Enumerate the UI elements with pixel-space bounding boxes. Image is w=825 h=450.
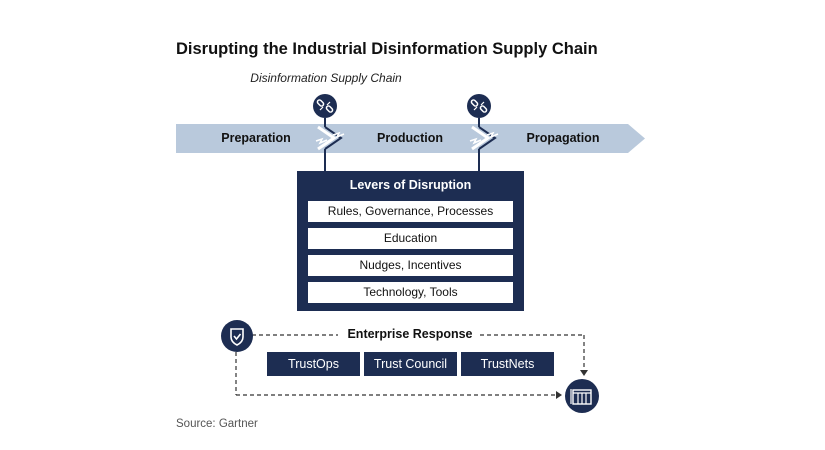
lever-item: Rules, Governance, Processes <box>308 201 513 222</box>
arrowhead-down <box>580 370 588 376</box>
enterprise-response-title: Enterprise Response <box>347 327 473 341</box>
building-icon <box>565 379 599 413</box>
arrowhead-right <box>556 391 562 399</box>
stage-production: Production <box>377 131 443 145</box>
break-marker-1 <box>315 118 345 171</box>
supply-chain-arrow <box>176 124 645 153</box>
enterprise-item-trustnets: TrustNets <box>461 352 554 376</box>
chain-subtitle: Disinformation Supply Chain <box>250 71 402 85</box>
broken-link-icon <box>313 94 337 118</box>
lever-item: Technology, Tools <box>308 282 513 303</box>
shield-check-icon <box>221 320 253 352</box>
diagram-title: Disrupting the Industrial Disinformation… <box>176 40 598 58</box>
levers-title: Levers of Disruption <box>349 178 472 192</box>
stage-preparation: Preparation <box>221 131 291 145</box>
levers-of-disruption-panel: Levers of Disruption Rules, Governance, … <box>297 171 524 311</box>
enterprise-dashed-lines <box>235 334 585 396</box>
break-marker-2 <box>469 118 499 171</box>
source-note: Source: Gartner <box>176 418 258 430</box>
stage-propagation: Propagation <box>526 131 600 145</box>
lever-item: Education <box>308 228 513 249</box>
enterprise-item-trust-council: Trust Council <box>364 352 457 376</box>
enterprise-item-trustops: TrustOps <box>267 352 360 376</box>
broken-link-icon <box>467 94 491 118</box>
lever-item: Nudges, Incentives <box>308 255 513 276</box>
